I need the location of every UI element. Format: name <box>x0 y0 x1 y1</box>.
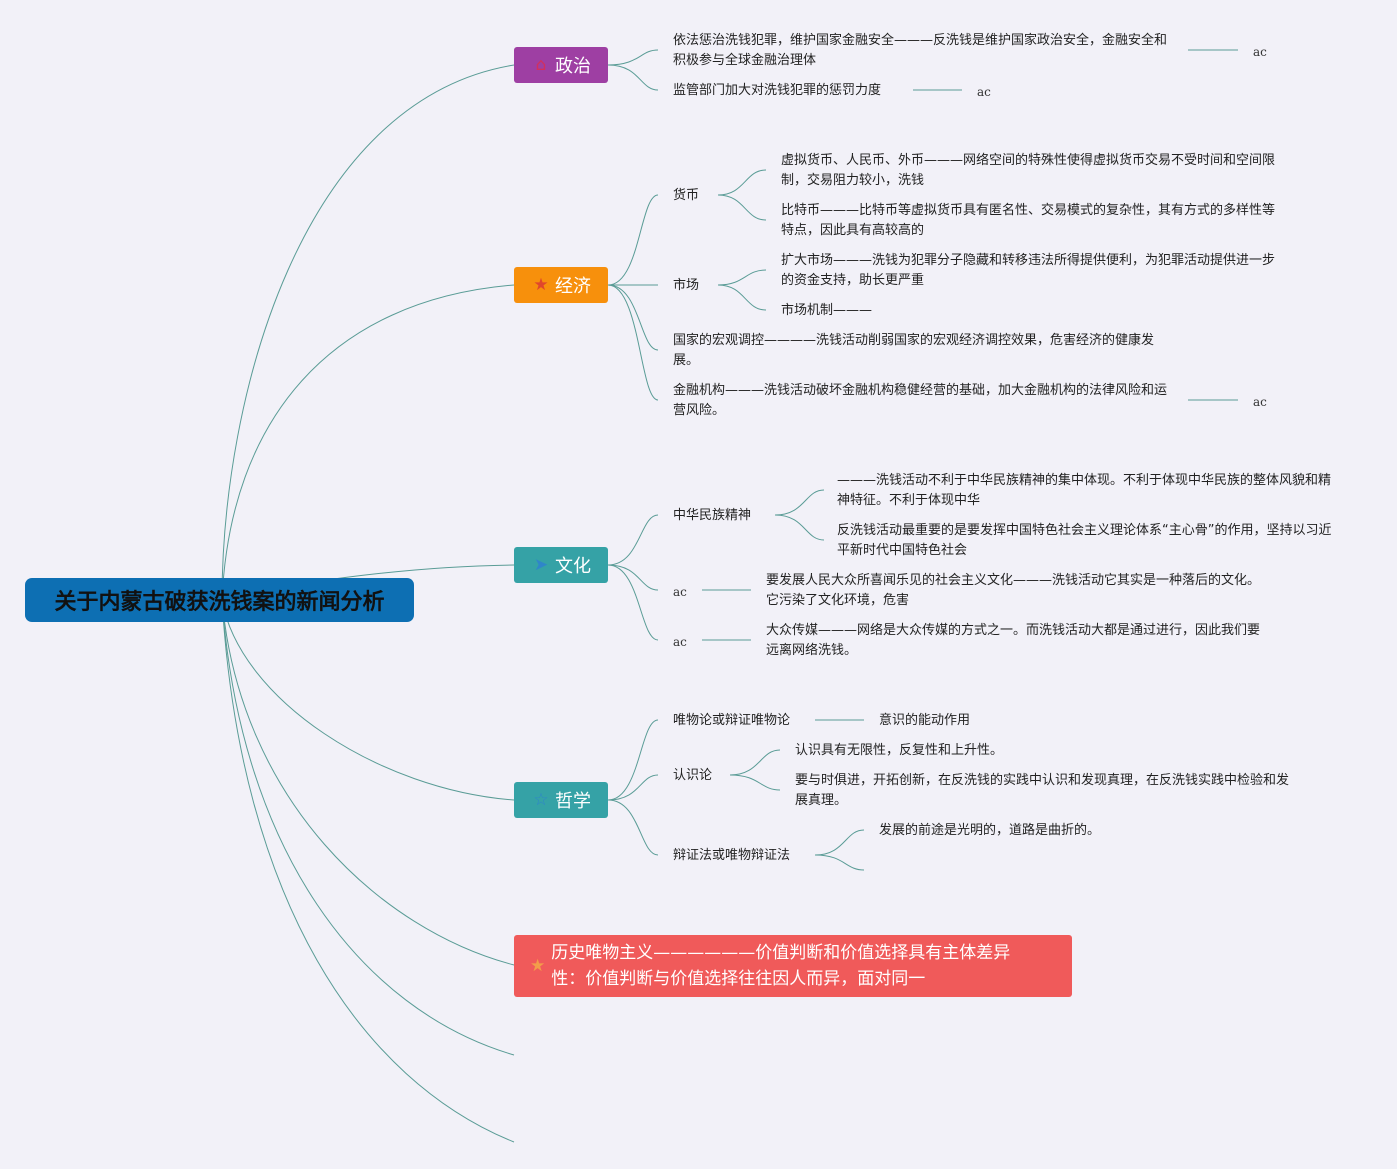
branch-label: 历史唯物主义——————价值判断和价值选择具有主体差异性：价值判断与价值选择往往… <box>551 943 1011 989</box>
branch-label: 哲学 <box>555 791 591 812</box>
branch-culture[interactable]: ➤ 文化 <box>514 547 608 583</box>
philosophy-dialectics-child-1[interactable]: 发展的前途是光明的，道路是曲折的。 <box>879 823 1101 838</box>
star-outline-icon: ☆ <box>533 790 549 810</box>
root-topic[interactable]: 关于内蒙古破获洗钱案的新闻分析 <box>25 578 414 622</box>
economy-financial-institutions[interactable]: 金融机构———洗钱活动破坏金融机构稳健经营的基础，加大金融机构的法律风险和运营风… <box>673 383 1168 418</box>
economy-market-child-1[interactable]: 扩大市场———洗钱为犯罪分子隐藏和转移违法所得提供便利，为犯罪活动提供进一步的资… <box>781 253 1276 288</box>
philosophy-epistemology-child-1[interactable]: 认识具有无限性，反复性和上升性。 <box>795 743 1004 758</box>
culture-item-1[interactable]: ac <box>673 585 687 599</box>
branch-politics[interactable]: ⌂ 政治 <box>514 47 608 83</box>
culture-item-2[interactable]: ac <box>673 635 687 649</box>
economy-currency-child-2[interactable]: 比特币———比特币等虚拟货币具有匿名性、交易模式的复杂性，其有方式的多样性等特点… <box>781 203 1276 238</box>
politics-item-2[interactable]: 监管部门加大对洗钱犯罪的惩罚力度 <box>673 83 882 98</box>
philosophy-materialism-child[interactable]: 意识的能动作用 <box>879 713 971 728</box>
economy-currency[interactable]: 货币 <box>673 188 700 203</box>
culture-national-spirit-child-2[interactable]: 反洗钱活动最重要的是要发挥中国特色社会主义理论体系“主心骨”的作用，坚持以习近平… <box>837 523 1332 558</box>
branch-historical-materialism[interactable]: ★ 历史唯物主义——————价值判断和价值选择具有主体差异性：价值判断与价值选择… <box>514 935 1072 997</box>
politics-item-1[interactable]: 依法惩治洗钱犯罪，维护国家金融安全———反洗钱是维护国家政治安全，金融安全和积极… <box>673 33 1168 68</box>
culture-item-1-child[interactable]: 要发展人民大众所喜闻乐见的社会主义文化———洗钱活动它其实是一种落后的文化。它污… <box>766 573 1261 608</box>
branch-philosophy[interactable]: ☆ 哲学 <box>514 782 608 818</box>
philosophy-dialectics[interactable]: 辩证法或唯物辩证法 <box>673 848 791 863</box>
economy-financial-child[interactable]: ac <box>1253 395 1267 409</box>
economy-market[interactable]: 市场 <box>673 278 700 293</box>
star-icon: ★ <box>530 956 546 976</box>
philosophy-epistemology[interactable]: 认识论 <box>673 768 713 783</box>
philosophy-epistemology-child-2[interactable]: 要与时俱进，开拓创新，在反洗钱的实践中认识和发现真理，在反洗钱实践中检验和发展真… <box>795 773 1290 808</box>
home-icon: ⌂ <box>535 55 547 75</box>
culture-item-2-child[interactable]: 大众传媒———网络是大众传媒的方式之一。而洗钱活动大都是通过进行，因此我们要远离… <box>766 623 1261 658</box>
economy-currency-child-1[interactable]: 虚拟货币、人民币、外币———网络空间的特殊性使得虚拟货币交易不受时间和空间限制，… <box>781 153 1276 188</box>
economy-market-child-2[interactable]: 市场机制——— <box>781 303 873 318</box>
politics-item-1-child[interactable]: ac <box>1253 45 1267 59</box>
send-icon: ➤ <box>533 555 549 575</box>
branch-label: 经济 <box>555 276 591 297</box>
culture-national-spirit[interactable]: 中华民族精神 <box>673 508 752 523</box>
politics-item-2-child[interactable]: ac <box>977 85 991 99</box>
economy-macro-control[interactable]: 国家的宏观调控————洗钱活动削弱国家的宏观经济调控效果，危害经济的健康发展。 <box>673 333 1155 368</box>
branch-label: 政治 <box>555 56 591 77</box>
culture-national-spirit-child-1[interactable]: ———洗钱活动不利于中华民族精神的集中体现。不利于体现中华民族的整体风貌和精神特… <box>837 473 1332 508</box>
branch-economy[interactable]: ★ 经济 <box>514 267 608 303</box>
branch-label: 文化 <box>555 556 591 577</box>
star-icon: ★ <box>533 275 549 295</box>
philosophy-materialism[interactable]: 唯物论或辩证唯物论 <box>673 713 791 728</box>
